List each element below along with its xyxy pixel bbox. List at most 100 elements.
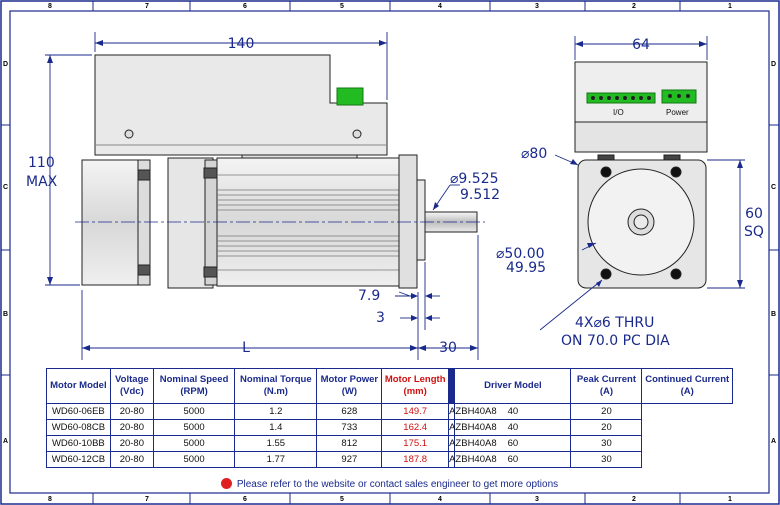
cell-power: 628 (316, 403, 383, 420)
cell-torque: 1.2 (234, 403, 318, 420)
svg-text:7: 7 (145, 496, 149, 503)
driver-connector (336, 87, 364, 106)
dim-overall-width: 140 (228, 36, 255, 52)
cell-driver: AZBH40A8 (448, 451, 497, 468)
cell-voltage: 20-80 (109, 451, 154, 468)
cell-voltage: 20-80 (109, 435, 154, 452)
callout-bolt-circle: ON 70.0 PC DIA (561, 333, 670, 349)
dim-overall-height: 110 (28, 155, 55, 171)
zone-label-right: D (771, 61, 776, 68)
svg-text:C: C (3, 184, 8, 191)
cell-length: 149.7 (381, 403, 450, 420)
cell-model: WD60-06EB (46, 403, 111, 420)
cell-voltage: 20-80 (109, 403, 154, 420)
svg-text:7: 7 (145, 3, 149, 10)
end-dimensions (539, 36, 745, 331)
cell-length: 187.8 (381, 451, 450, 468)
spec-table: Motor Model Voltage (Vdc) Nominal Speed … (46, 368, 733, 468)
col-motor-length: Motor Length (mm) (381, 368, 450, 404)
col-peak-current: Peak Current (A) (570, 368, 643, 404)
driver-housing (94, 54, 388, 156)
cooling-fins (217, 174, 399, 271)
dim-shaft-diameter-max: ⌀9.525 (450, 171, 499, 187)
col-nominal-torque: Nominal Torque (N.m) (234, 368, 318, 404)
cell-model: WD60-10BB (46, 435, 111, 452)
dim-flange-thickness: 3 (376, 310, 385, 326)
svg-text:5: 5 (340, 496, 344, 503)
dim-driver-width: 64 (632, 37, 650, 53)
svg-text:4: 4 (438, 496, 442, 503)
side-view (81, 54, 478, 289)
dim-overall-height-max: MAX (26, 174, 58, 190)
cell-model: WD60-12CB (46, 451, 111, 468)
cell-power: 812 (316, 435, 383, 452)
cell-speed: 5000 (152, 403, 236, 420)
svg-text:1: 1 (728, 3, 732, 10)
svg-text:2: 2 (632, 3, 636, 10)
cell-peak-current: 60 (454, 451, 572, 468)
cell-voltage: 20-80 (109, 419, 154, 436)
table-header-row: Motor Model Voltage (Vdc) Nominal Speed … (46, 368, 733, 404)
svg-text:A: A (3, 438, 8, 445)
zone-label-top: 8 (48, 3, 52, 10)
dimension-arrows (47, 40, 478, 351)
dim-pilot-diameter-max: ⌀50.00 (496, 246, 545, 262)
end-view (574, 61, 708, 289)
dim-body-length: L (242, 340, 250, 356)
zone-labels: 8 7 6 5 4 3 2 1 8 7 6 5 4 3 2 1 D C B A … (3, 3, 776, 503)
svg-text:2: 2 (632, 496, 636, 503)
front-flange (398, 154, 418, 289)
svg-text:B: B (3, 311, 8, 318)
svg-text:3: 3 (535, 496, 539, 503)
cell-torque: 1.55 (234, 435, 318, 452)
svg-text:1: 1 (728, 496, 732, 503)
options-note: Please refer to the website or contact s… (46, 476, 733, 493)
cell-continued-current: 20 (570, 419, 643, 436)
cell-speed: 5000 (152, 451, 236, 468)
zone-label-left: D (3, 61, 8, 68)
dim-flange-square-sq: SQ (744, 224, 764, 240)
cell-continued-current: 20 (570, 403, 643, 420)
dim-pilot-diameter-min: 49.95 (506, 260, 546, 276)
svg-text:6: 6 (243, 3, 247, 10)
power-label: Power (666, 108, 689, 117)
cell-length: 175.1 (381, 435, 450, 452)
end-dimension-arrows (570, 41, 743, 288)
dim-pilot-length: 7.9 (358, 288, 380, 304)
shaft-circle (633, 214, 649, 230)
table-row: WD60-08CB 20-80 5000 1.4 733 162.4 AZBH4… (46, 419, 733, 436)
cell-speed: 5000 (152, 435, 236, 452)
table-row: WD60-06EB 20-80 5000 1.2 628 149.7 AZBH4… (46, 403, 733, 420)
dim-shaft-diameter-min: 9.512 (460, 187, 500, 203)
cell-torque: 1.77 (234, 451, 318, 468)
cell-power: 733 (316, 419, 383, 436)
cell-continued-current: 30 (570, 451, 643, 468)
cell-speed: 5000 (152, 419, 236, 436)
cell-model: WD60-08CB (46, 419, 111, 436)
svg-text:6: 6 (243, 496, 247, 503)
dim-shaft-length: 30 (439, 340, 457, 356)
dim-flange-square: 60 (745, 206, 763, 222)
cell-torque: 1.4 (234, 419, 318, 436)
col-motor-power: Motor Power (W) (316, 368, 383, 404)
col-nominal-speed: Nominal Speed (RPM) (152, 368, 236, 404)
table-row: WD60-12CB 20-80 5000 1.77 927 187.8 AZBH… (46, 451, 733, 468)
cell-power: 927 (316, 451, 383, 468)
svg-text:3: 3 (535, 3, 539, 10)
mount-hole (600, 166, 612, 178)
dim-flange-diameter: ⌀80 (521, 146, 547, 162)
table-row: WD60-10BB 20-80 5000 1.55 812 175.1 AZBH… (46, 435, 733, 452)
io-label: I/O (613, 108, 624, 117)
cell-continued-current: 30 (570, 435, 643, 452)
options-note-text: Please refer to the website or contact s… (236, 479, 559, 490)
svg-text:A: A (771, 438, 776, 445)
cell-length: 162.4 (381, 419, 450, 436)
col-driver-model: Driver Model (454, 368, 572, 404)
svg-text:5: 5 (340, 3, 344, 10)
col-voltage: Voltage (Vdc) (109, 368, 154, 404)
rear-end-cap (81, 159, 143, 286)
svg-text:B: B (771, 311, 776, 318)
